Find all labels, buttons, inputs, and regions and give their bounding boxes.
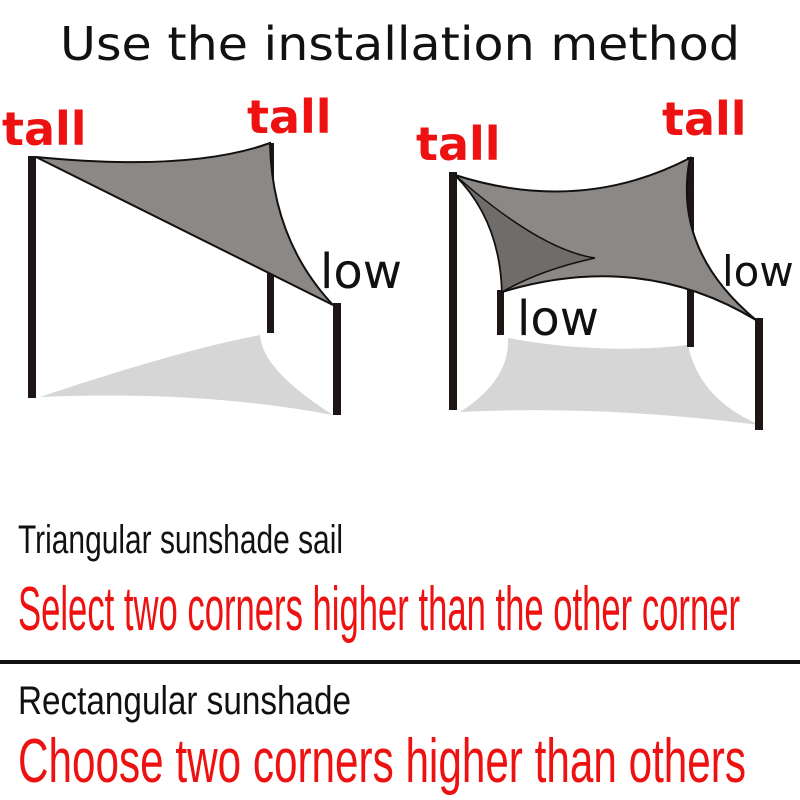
triangular-sail [35, 141, 334, 306]
rectangular-instruction: Choose two corners higher than others [18, 727, 746, 796]
pole-tall-left [449, 172, 457, 410]
rectangular-sail-diagram: tall tall low low [416, 92, 794, 430]
pole-low [333, 303, 341, 415]
rectangular-heading: Rectangular sunshade [18, 679, 351, 723]
triangular-heading: Triangular sunshade sail [18, 518, 343, 562]
pole-low-right [755, 318, 763, 430]
label-tall: tall [247, 90, 332, 144]
watermark: Store No. 912264554 [75, 149, 171, 160]
triangular-sail-diagram: Store No. 912264554 tall tall low [2, 90, 402, 415]
label-low: low [320, 244, 402, 300]
pole-tall-left [28, 156, 36, 398]
triangular-instruction: Select two corners higher than the other… [18, 575, 740, 644]
label-low: low [517, 291, 599, 347]
label-low: low [722, 247, 794, 296]
pole-low-middle [497, 290, 504, 335]
sail-shadow [460, 338, 760, 425]
sail-fold [454, 174, 596, 294]
label-tall: tall [416, 117, 501, 171]
section-divider [0, 660, 800, 664]
label-tall: tall [662, 92, 747, 146]
page-title: Use the installation method [60, 17, 740, 71]
sail-shadow [40, 335, 333, 415]
label-tall: tall [2, 102, 87, 156]
